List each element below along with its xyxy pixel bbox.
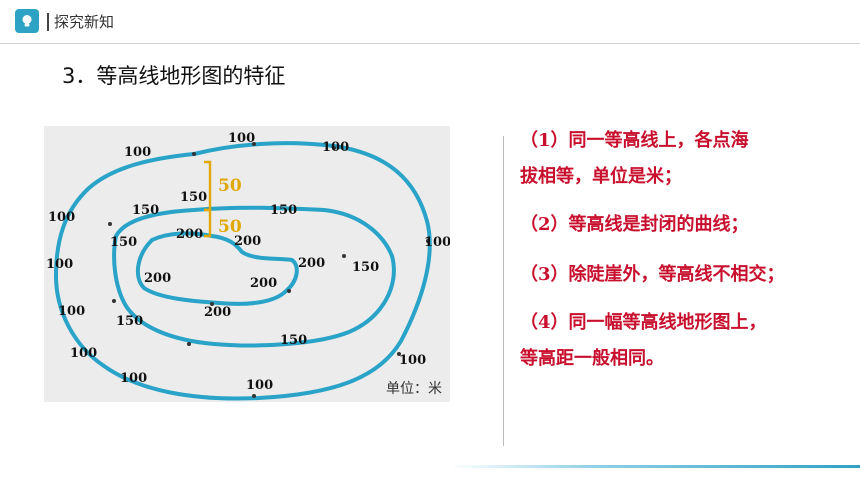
contour-label: 150	[110, 235, 137, 250]
contour-label: 100	[58, 304, 85, 319]
contour-label: 100	[48, 210, 75, 225]
contour-label: 200	[144, 271, 171, 286]
section-title: 3．等高线地形图的特征	[62, 64, 286, 88]
contour-label: 100	[70, 346, 97, 361]
contour-label: 200	[204, 305, 231, 320]
contour-150	[112, 205, 396, 348]
interval-label: 50	[218, 217, 242, 237]
contour-label: 100	[228, 131, 255, 146]
contour-label: 200	[176, 227, 203, 242]
vertical-divider	[503, 136, 504, 446]
header-bar: 探究新知	[0, 0, 860, 44]
contour-label: 100	[322, 140, 349, 155]
feature-2: （2）等高线是封闭的曲线；	[520, 214, 749, 235]
contour-label: 150	[352, 260, 379, 275]
lightbulb-icon	[15, 9, 39, 33]
contour-label: 100	[46, 257, 73, 272]
interval-label: 50	[218, 176, 242, 196]
unit-label: 单位：米	[386, 381, 442, 397]
contour-label: 150	[180, 190, 207, 205]
contour-map: 100 100 100 100 100 100 100 100 100 100 …	[44, 126, 450, 402]
feature-4-line-2: 等高距一般相同。	[520, 348, 664, 369]
header-divider	[47, 13, 49, 31]
feature-3: （3）除陡崖外，等高线不相交；	[520, 264, 785, 285]
contour-200	[135, 231, 299, 306]
feature-4-line-1: （4）同一幅等高线地形图上，	[520, 312, 767, 333]
feature-1-line-2: 拔相等，单位是米；	[520, 166, 682, 187]
contour-label: 100	[399, 353, 426, 368]
contour-label: 150	[116, 314, 143, 329]
contour-label: 150	[280, 333, 307, 348]
footer-accent-bar	[450, 465, 860, 468]
contour-label: 100	[124, 145, 151, 160]
contour-label: 100	[120, 371, 147, 386]
interval-bracket-2	[204, 208, 212, 238]
feature-1-line-1: （1）同一等高线上，各点海	[520, 130, 749, 151]
contour-map-drawing: 100 100 100 100 100 100 100 100 100 100 …	[46, 131, 450, 401]
contour-label: 200	[250, 276, 277, 291]
contour-100	[54, 141, 432, 401]
contour-label: 150	[132, 203, 159, 218]
contour-label: 150	[270, 203, 297, 218]
contour-label: 200	[298, 256, 325, 271]
contour-label: 100	[424, 235, 450, 250]
header-title: 探究新知	[54, 13, 115, 31]
contour-label: 100	[246, 378, 273, 393]
contour-label: 200	[234, 234, 261, 249]
header-rule	[0, 43, 860, 44]
feature-list: （1）同一等高线上，各点海 拔相等，单位是米； （2）等高线是封闭的曲线； （3…	[520, 128, 855, 372]
